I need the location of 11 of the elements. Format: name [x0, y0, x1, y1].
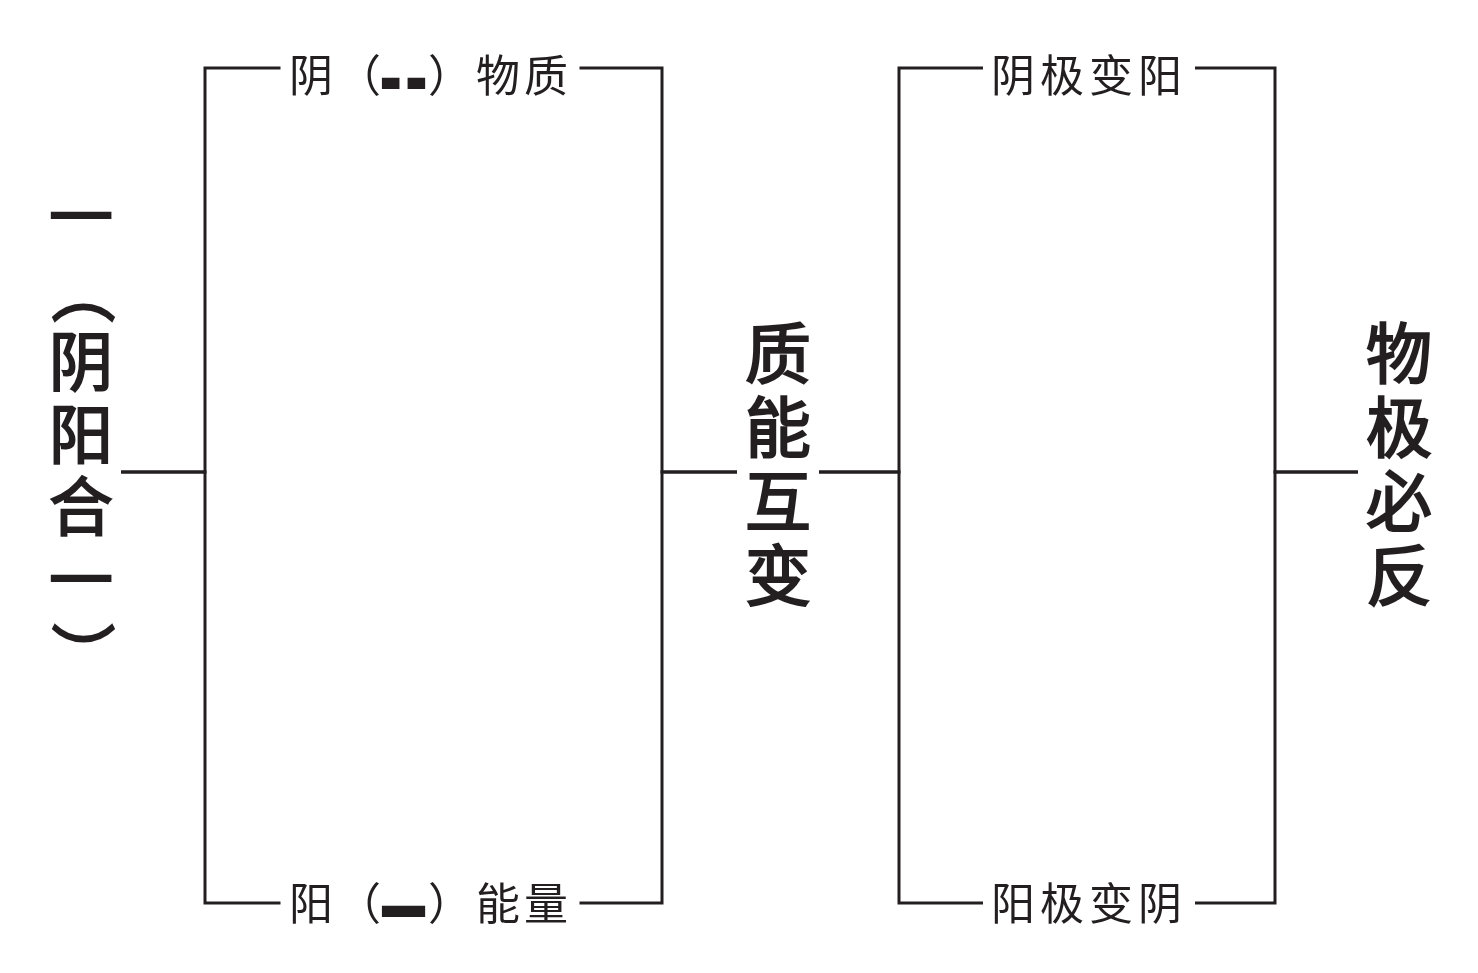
- concept-label: 阴极变阳: [983, 43, 1195, 111]
- connector-line: [579, 470, 737, 905]
- concept-label: 阳（⚊）能量: [280, 871, 580, 939]
- vertical-heading: 一（阴阳合一）: [41, 174, 121, 698]
- connector-line: [121, 470, 281, 905]
- concept-label: 阳极变阴: [983, 871, 1195, 939]
- vertical-heading: 质能互变: [737, 310, 819, 622]
- connector-line: [1195, 470, 1358, 905]
- concept-label: 阴（⚋）物质: [280, 43, 580, 111]
- connector-line: [819, 470, 983, 905]
- vertical-heading: 物极必反: [1358, 310, 1440, 622]
